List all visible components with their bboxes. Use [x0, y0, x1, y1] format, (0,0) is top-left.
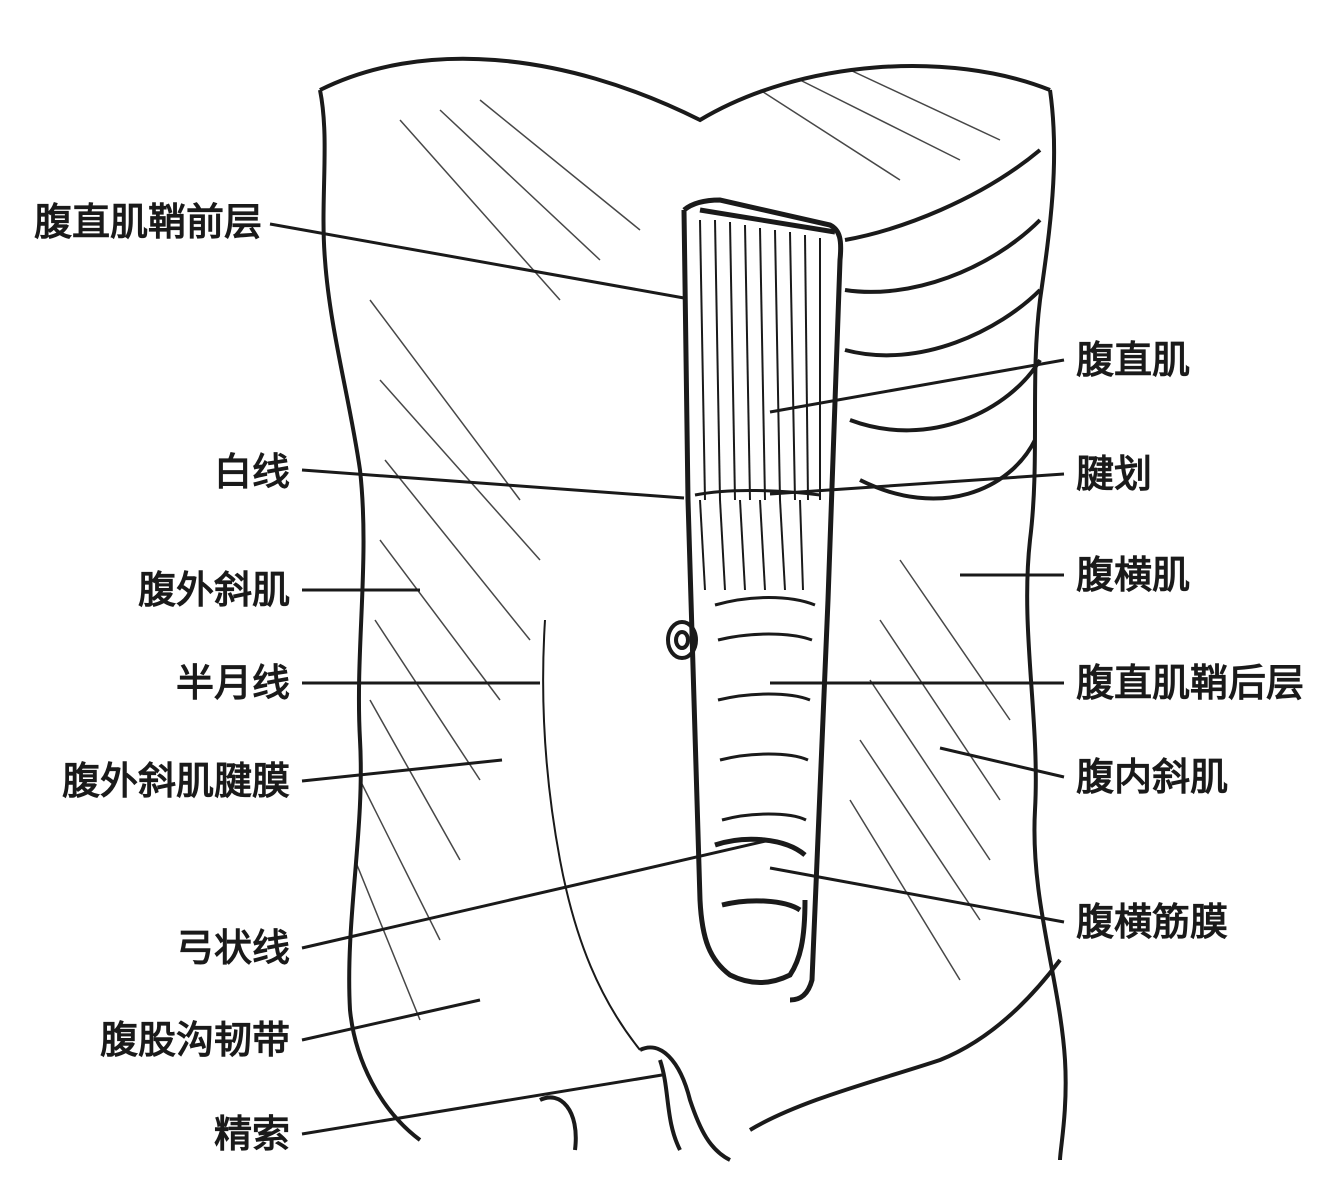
leader-line-spermatic-cord: [301, 1073, 663, 1136]
label-transversalis-fascia: 腹横筋膜: [1076, 900, 1229, 944]
leader-lines: [269, 222, 1065, 1136]
leader-line-tendinous-intersection: [769, 472, 1065, 496]
leader-line-linea-alba: [301, 468, 685, 500]
label-anterior-rectus-sheath: 腹直肌鞘前层: [33, 200, 262, 244]
label-posterior-rectus-sheath: 腹直肌鞘后层: [1076, 661, 1305, 705]
semilunar-line: [542, 619, 641, 1051]
label-semilunar-line: 半月线: [175, 661, 290, 705]
label-transversus-abdominis: 腹横肌: [1076, 553, 1191, 597]
label-tendinous-intersection: 腱划: [1076, 452, 1153, 496]
rectus-sheath: [681, 197, 844, 1003]
posterior-sheath: [714, 596, 816, 913]
inguinal-region: [539, 958, 1062, 1162]
rectus-muscle: [699, 219, 821, 591]
label-rectus-abdominis: 腹直肌: [1076, 338, 1191, 382]
leader-line-external-oblique-aponeurosis: [301, 758, 503, 783]
label-external-oblique: 腹外斜肌: [137, 568, 290, 612]
leader-line-inguinal-ligament: [301, 998, 481, 1042]
label-internal-oblique: 腹内斜肌: [1076, 755, 1229, 799]
torso-outline: [318, 56, 1068, 1161]
umbilicus: [666, 620, 698, 660]
leader-line-rectus-abdominis: [769, 358, 1065, 414]
label-external-oblique-aponeurosis: 腹外斜肌腱膜: [61, 759, 290, 803]
label-arcuate-line: 弓状线: [175, 926, 290, 970]
leader-line-transversalis-fascia: [769, 866, 1065, 924]
leader-line-internal-oblique: [939, 746, 1065, 779]
label-spermatic-cord: 精索: [213, 1112, 290, 1156]
leader-line-anterior-sheath: [269, 222, 685, 300]
ribs: [844, 148, 1042, 501]
label-linea-alba: 白线: [213, 450, 290, 494]
leader-line-arcuate-line: [301, 838, 771, 950]
label-inguinal-ligament: 腹股沟韧带: [99, 1018, 290, 1062]
tendinous-intersection: [694, 489, 821, 497]
